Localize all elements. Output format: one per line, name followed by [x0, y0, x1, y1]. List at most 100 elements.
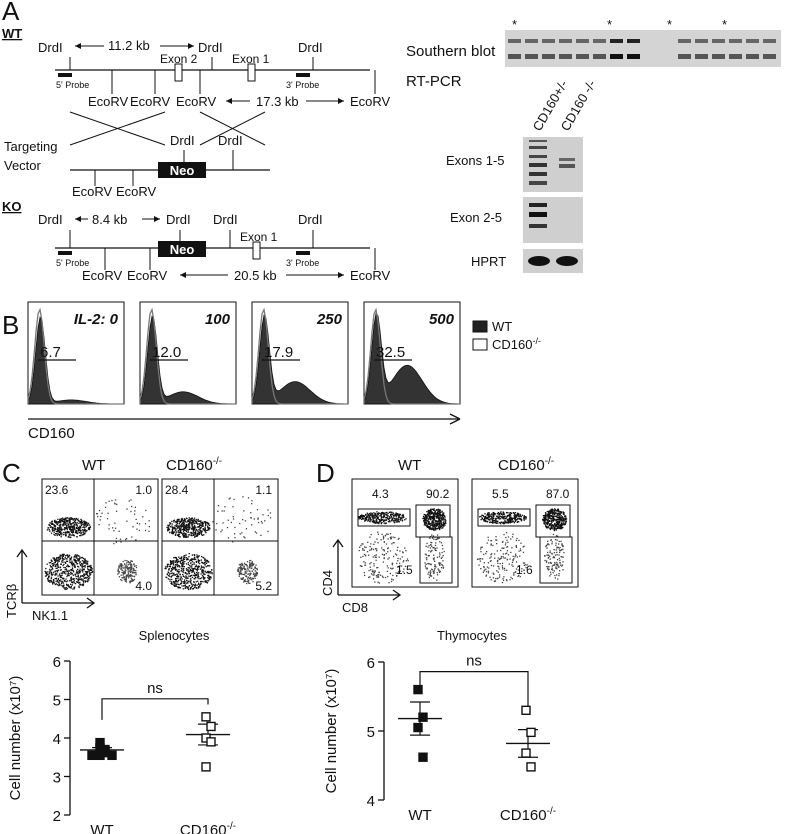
event-dot [51, 523, 53, 525]
event-dot [186, 577, 188, 579]
event-dot [129, 574, 131, 577]
event-dot [192, 520, 194, 522]
event-dot [126, 520, 128, 522]
event-dot [116, 503, 118, 505]
event-dot [189, 580, 191, 582]
event-dot [194, 573, 196, 575]
event-dot [199, 584, 201, 586]
event-dot [78, 566, 80, 568]
event-dot [373, 543, 375, 545]
event-dot [53, 557, 55, 559]
event-dot [241, 573, 243, 575]
event-dot [433, 554, 435, 556]
event-dot [382, 516, 385, 519]
event-dot [490, 564, 493, 567]
event-dot [80, 524, 83, 526]
event-dot [122, 573, 125, 575]
event-dot [185, 534, 187, 536]
event-dot [190, 533, 193, 535]
event-dot [503, 521, 505, 523]
event-dot [54, 564, 57, 566]
event-dot [434, 511, 436, 513]
event-dot [557, 526, 560, 528]
event-dot [192, 529, 194, 531]
event-dot [71, 578, 73, 581]
event-dot [50, 526, 52, 528]
event-dot [438, 515, 440, 517]
event-dot [436, 523, 439, 525]
event-dot [79, 581, 81, 584]
event-dot [125, 578, 127, 580]
event-dot [119, 565, 121, 567]
event-dot [502, 540, 504, 543]
event-dot [562, 519, 565, 522]
event-dot [47, 527, 49, 529]
event-dot [361, 515, 363, 517]
event-dot [521, 514, 524, 516]
event-dot [53, 571, 55, 573]
event-dot [262, 514, 264, 516]
event-dot [502, 556, 504, 558]
event-dot [87, 567, 89, 569]
event-dot [70, 561, 72, 563]
event-dot [79, 535, 81, 537]
event-dot [240, 577, 242, 579]
event-dot [200, 582, 202, 584]
event-dot [363, 561, 365, 563]
event-dot [82, 578, 84, 580]
event-dot [68, 575, 70, 577]
event-dot [191, 571, 193, 573]
event-dot [434, 524, 436, 526]
event-dot [552, 556, 554, 559]
event-dot [371, 547, 373, 550]
event-dot [47, 580, 50, 582]
event-dot [390, 513, 393, 516]
event-dot [198, 582, 200, 584]
event-dot [184, 526, 187, 528]
event-dot [57, 569, 59, 571]
event-dot [553, 570, 555, 572]
event-dot [511, 547, 513, 549]
event-dot [389, 533, 392, 535]
blot-band-lower [712, 54, 725, 59]
event-dot [86, 522, 88, 524]
event-dot [204, 561, 207, 563]
event-dot [65, 520, 68, 522]
event-dot [387, 575, 389, 578]
event-dot [523, 519, 525, 521]
event-dot [501, 547, 503, 549]
event-dot [99, 519, 101, 521]
blot-band-lower [576, 54, 589, 59]
event-dot [93, 525, 95, 527]
event-dot [560, 519, 562, 521]
event-dot [203, 567, 205, 569]
event-dot [207, 577, 209, 579]
event-dot [564, 523, 566, 526]
event-dot [168, 575, 171, 577]
event-dot [439, 564, 441, 566]
event-dot [382, 576, 384, 579]
event-dot [368, 554, 370, 556]
event-dot [505, 517, 507, 520]
event-dot [176, 524, 178, 526]
event-dot [386, 513, 388, 515]
event-dot [565, 522, 567, 524]
event-dot [428, 511, 430, 513]
event-dot [224, 506, 226, 508]
event-dot [431, 549, 433, 552]
recombination-crosses [69, 111, 266, 146]
event-dot [87, 523, 89, 525]
event-dot [166, 526, 168, 529]
event-dot [251, 561, 253, 563]
event-dot [52, 581, 54, 584]
event-dot [58, 527, 60, 529]
event-dot [242, 577, 244, 579]
event-dot [396, 519, 398, 521]
event-dot [503, 523, 505, 525]
probe3-label: 3' Probe [286, 258, 319, 268]
event-dot [144, 523, 147, 525]
event-dot [393, 542, 395, 544]
event-dot [548, 510, 550, 513]
event-dot [81, 560, 84, 562]
event-dot [115, 541, 117, 543]
